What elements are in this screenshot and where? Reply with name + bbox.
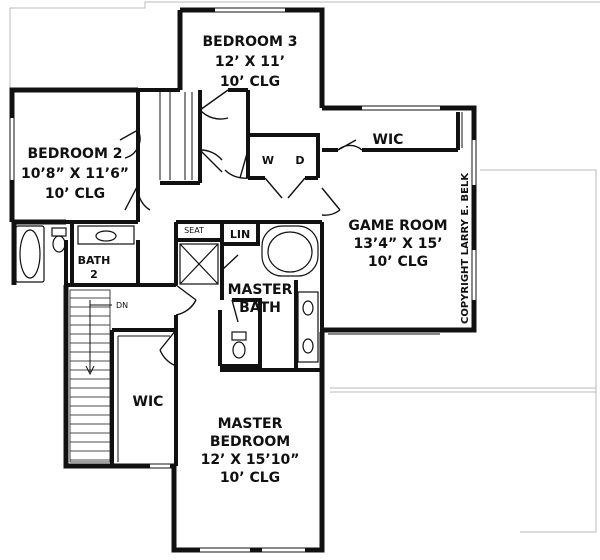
seat-label: SEAT (184, 226, 204, 235)
roof-outline (9, 1, 600, 533)
master-bath-name: MASTER (228, 282, 293, 298)
bedroom3-name: BEDROOM 3 (203, 34, 298, 50)
master-bedroom-ceiling: 10’ CLG (220, 470, 280, 486)
closet-shelves (117, 92, 463, 462)
master-bedroom-size: 12’ X 15’10” (201, 452, 300, 468)
wic-upper-label: WIC (373, 132, 404, 148)
bath2-number: 2 (90, 268, 98, 281)
bedroom3-size: 12’ X 11’ (215, 54, 285, 70)
copyright-notice: COPYRIGHT LARRY E. BELK (460, 172, 471, 324)
bedroom2-size: 10’8” X 11’6” (21, 166, 129, 182)
master-bedroom-name: MASTER (218, 416, 283, 432)
bath2-fixtures (15, 225, 135, 283)
game-room-ceiling: 10’ CLG (368, 254, 428, 270)
bedroom2-name: BEDROOM 2 (28, 146, 123, 162)
bath2-name: BATH (78, 254, 111, 267)
dryer-label: D (295, 154, 304, 167)
wic-lower-label: WIC (133, 394, 164, 410)
master-bedroom-name2: BEDROOM (210, 434, 290, 450)
doors (119, 89, 363, 367)
stair-down-label: DN (116, 301, 128, 310)
master-bath-name2: BATH (239, 300, 281, 316)
staircase (69, 289, 112, 463)
washer-label: W (262, 154, 274, 167)
interior-walls (12, 88, 460, 466)
game-room-name: GAME ROOM (348, 218, 447, 234)
windows (10, 8, 476, 552)
window-frames (9, 7, 477, 553)
master-bath-fixtures (179, 225, 319, 363)
linen-label: LIN (230, 228, 250, 241)
bedroom2-ceiling: 10’ CLG (45, 186, 105, 202)
bedroom3-ceiling: 10’ CLG (220, 74, 280, 90)
game-room-size: 13’4” X 15’ (353, 236, 442, 252)
